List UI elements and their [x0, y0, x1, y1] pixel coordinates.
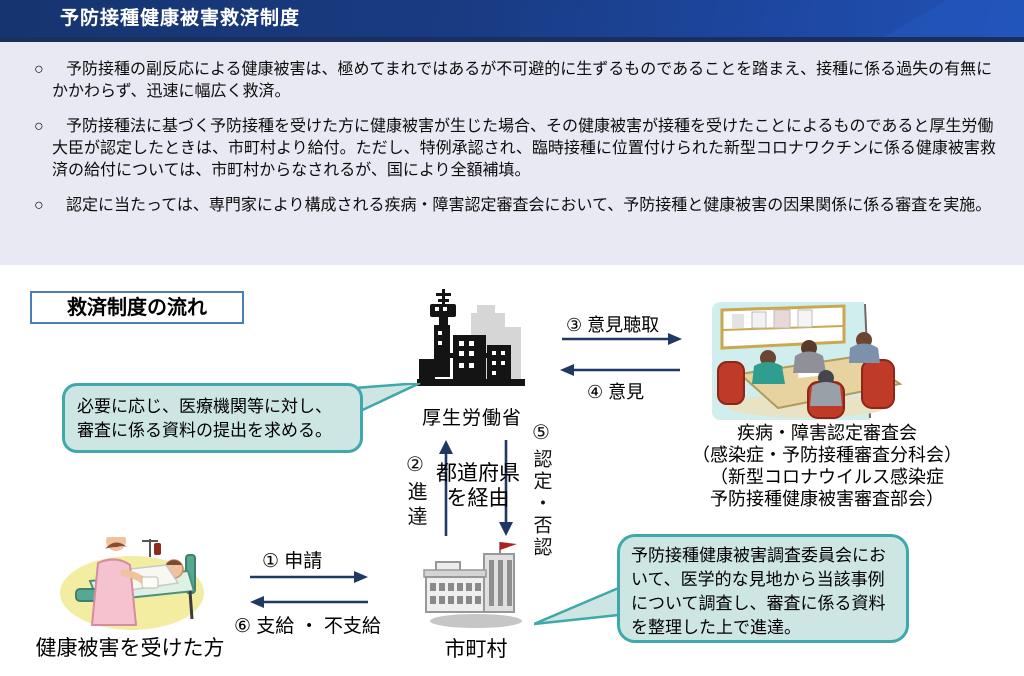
- summary-bullet-1: ○ 予防接種の副反応による健康被害は、極めてまれではあるが不可避的に生ずるもので…: [34, 59, 998, 103]
- bullet-marker: ○: [34, 61, 44, 78]
- council-label-line-1: 疾病・障害認定審査会: [737, 423, 917, 443]
- via-line-1: 都道府県: [436, 462, 520, 485]
- arrow-4-label: ④ 意見: [587, 382, 645, 402]
- arrow-1-label: ① 申請: [262, 551, 323, 572]
- arrow-5-number: ⑤: [532, 422, 550, 444]
- council-label-line-4: 予防接種健康被害審査部会）: [710, 489, 944, 509]
- arrow-left-payment: [250, 596, 368, 608]
- arrow-5-text: 認定・否認: [530, 449, 552, 559]
- arrow-3-label: ③ 意見聴取: [566, 315, 660, 335]
- bullet-marker: ○: [34, 118, 44, 135]
- bullet-text: 予防接種の副反応による健康被害は、極めてまれではあるが不可避的に生ずるものである…: [52, 61, 993, 100]
- arrow-2-number: ②: [406, 454, 424, 476]
- arrow-5-label: ⑤ 認定・否認: [527, 420, 555, 559]
- victim-node-label: 健康被害を受けた方: [35, 637, 225, 660]
- arrow-2-text: 進達: [404, 481, 426, 531]
- people: [752, 332, 880, 406]
- arrow-2-label: ② 進達: [401, 452, 429, 531]
- government-buildings-icon: [417, 289, 525, 386]
- flow-section-title-text: 救済制度の流れ: [67, 297, 207, 319]
- arrow-left-opinion: [560, 364, 680, 376]
- bullet-marker: ○: [34, 197, 44, 214]
- arrow-6-label: ⑥ 支給 ・ 不支給: [234, 616, 381, 637]
- via-prefecture-label: 都道府県 を経由: [426, 461, 530, 511]
- bullet-text: 予防接種法に基づく予防接種を受けた方に健康被害が生じた場合、その健康被害が接種を…: [52, 118, 996, 179]
- header-divider: [0, 37, 1024, 42]
- council-label-line-3: （新型コロナウイルス感染症: [710, 467, 944, 487]
- summary-section: ○ 予防接種の副反応による健康被害は、極めてまれではあるが不可避的に生ずるもので…: [0, 42, 1024, 265]
- arrow-right-opinion-hearing: [562, 333, 682, 345]
- page-title: 予防接種健康被害救済制度: [60, 8, 301, 29]
- arrow-down-decision: [499, 440, 513, 536]
- mhlw-node-label: 厚生労働省: [421, 408, 522, 429]
- bullet-text: 認定に当たっては、専門家により構成される疾病・障害認定審査会において、予防接種と…: [66, 197, 992, 214]
- council-label-line-2: （感染症・予防接種審査分科会）: [692, 445, 962, 465]
- patient-in-bed-clipart: [60, 537, 204, 630]
- speech-bubble-left: 必要に応じ、医療機関等に対し、審査に係る資料の提出を求める。: [62, 383, 363, 453]
- flow-section-title: 救済制度の流れ: [30, 291, 244, 324]
- council-node-label: 疾病・障害認定審査会 （感染症・予防接種審査分科会） （新型コロナウイルス感染症…: [660, 422, 994, 510]
- speech-bubble-right: 予防接種健康被害調査委員会において、医学的な見地から当該事例について調査し、審査…: [617, 534, 909, 643]
- committee-meeting-clipart: [712, 302, 908, 420]
- summary-bullet-2: ○ 予防接種法に基づく予防接種を受けた方に健康被害が生じた場合、その健康被害が接…: [34, 116, 998, 182]
- summary-bullet-3: ○ 認定に当たっては、専門家により構成される疾病・障害認定審査会において、予防接…: [34, 195, 998, 217]
- arrow-right-application: [250, 571, 368, 583]
- arrow-up-via-prefecture: [439, 440, 453, 536]
- via-line-2: を経由: [446, 487, 510, 510]
- municipality-node-label: 市町村: [444, 638, 508, 661]
- speech-bubble-right-tail: [534, 582, 630, 626]
- page-header: 予防接種健康被害救済制度: [0, 0, 1024, 37]
- city-hall-icon: [423, 542, 522, 628]
